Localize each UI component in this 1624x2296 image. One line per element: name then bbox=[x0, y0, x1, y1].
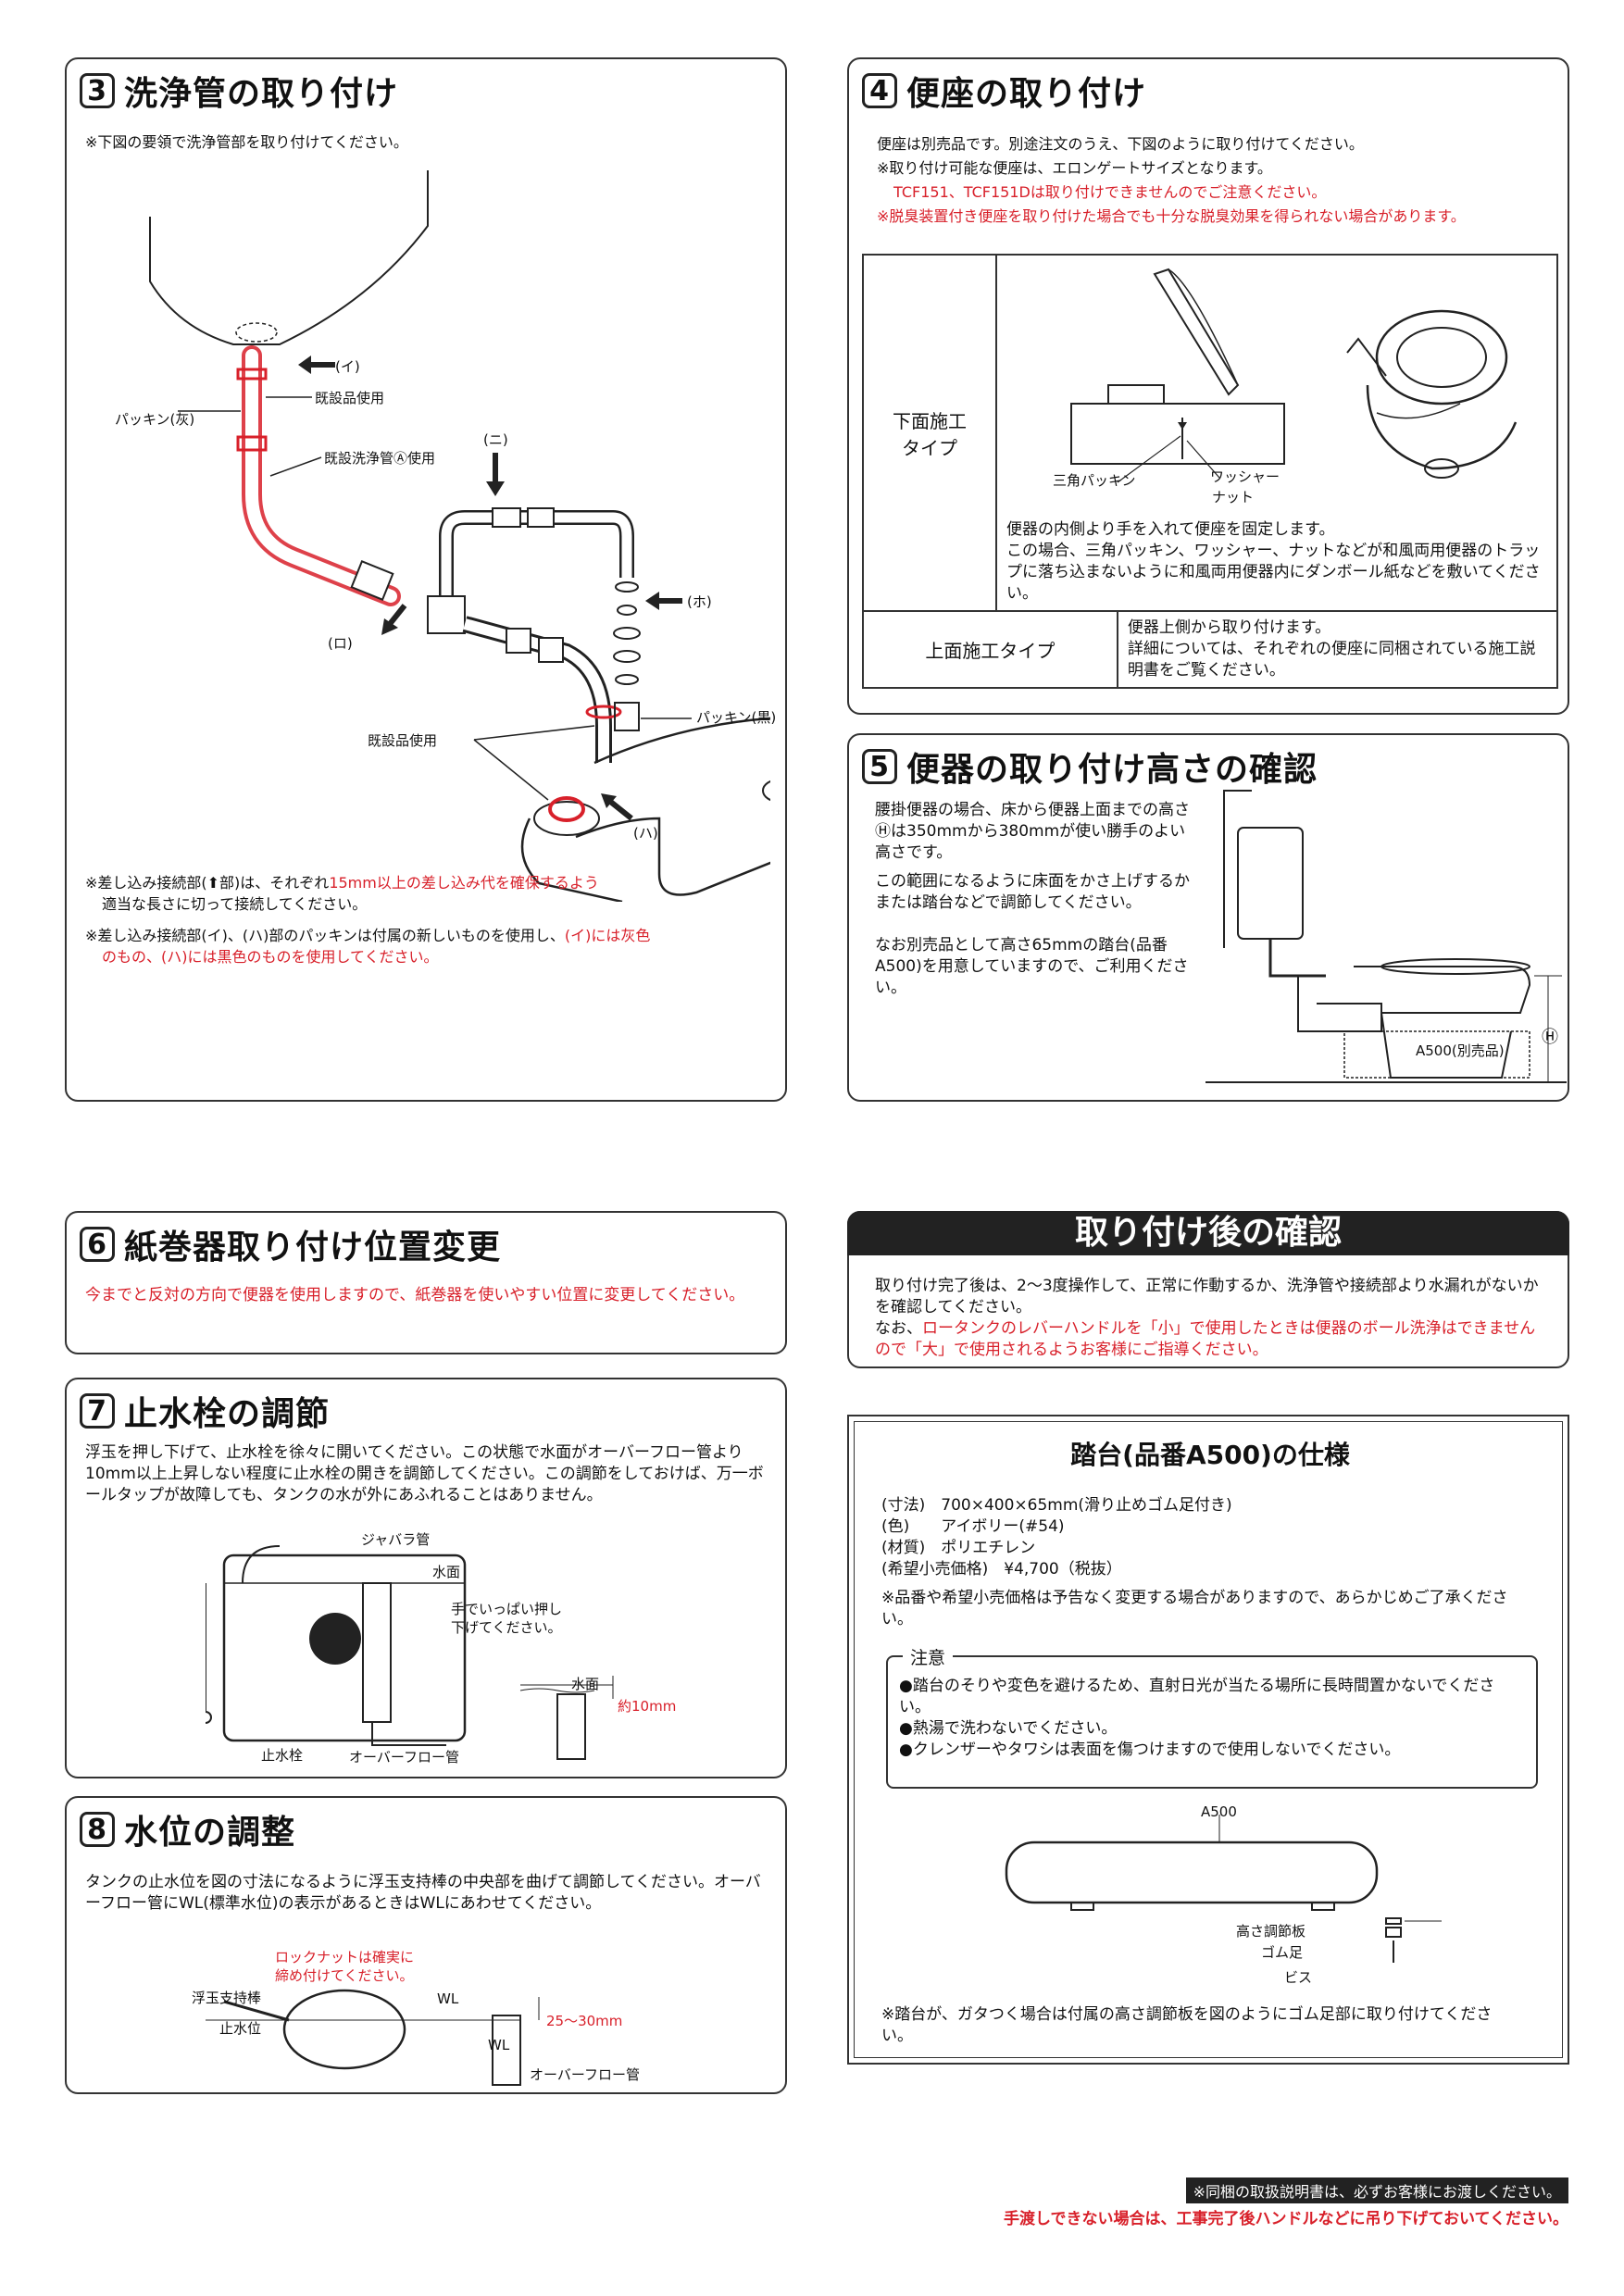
spec-size: (寸法) 700×400×65mm(滑り止めゴム足付き) bbox=[881, 1496, 1232, 1515]
row1-content: 三角パッキン ワッシャー ナット 便器の内側より手を入れて便座を固定します。 こ… bbox=[995, 254, 1558, 612]
section-4-line-4: ※脱臭装置付き便座を取り付けた場合でも十分な脱臭効果を得られない場合があります。 bbox=[877, 207, 1466, 225]
after-install-text-1: 取り付け完了後は、2～3度操作して、正常に作動するか、洗浄管や接続部より水漏れが… bbox=[875, 1277, 1539, 1316]
after-install-title: 取り付け後の確認 bbox=[847, 1211, 1569, 1255]
section-number: 3 bbox=[80, 73, 115, 108]
label-stop-valve: 止水栓 bbox=[261, 1747, 304, 1764]
stop-valve-diagram bbox=[206, 1545, 614, 1760]
section-4-line-1: 便座は別売品です。別途注文のうえ、下図のように取り付けてください。 bbox=[877, 135, 1364, 153]
row1-label: 下面施工 タイプ bbox=[862, 254, 997, 612]
after-install-box: 取り付け後の確認 取り付け完了後は、2～3度操作して、正常に作動するか、洗浄管や… bbox=[847, 1211, 1569, 1368]
label-press-down: 手でいっぱい押し 下げてください。 bbox=[451, 1601, 563, 1636]
section-3-note-2: ※差し込み接続部(イ)、(ハ)部のパッキンは付属の新しいものを使用し、(イ)には… bbox=[85, 927, 651, 966]
section-7-text: 浮玉を押し下げて、止水栓を徐々に開いてください。この状態で水面がオーバーフロー管… bbox=[85, 1443, 764, 1504]
section-5-para-3: なお別売品として高さ65mmの踏台(品番A500)を用意していますので、ご利用く… bbox=[875, 936, 1189, 997]
section-3-intro: ※下図の要領で洗浄管部を取り付けてください。 bbox=[85, 133, 408, 151]
label-ha: (ハ) bbox=[633, 825, 658, 842]
section-6-text: 今までと反対の方向で便器を使用しますので、紙巻器を使いやすい位置に変更してくださ… bbox=[85, 1286, 745, 1304]
label-ro: (ロ) bbox=[328, 635, 353, 652]
label-float-rod: 浮玉支持棒 bbox=[192, 1990, 262, 2006]
label-triangle-packing: 三角パッキン bbox=[1053, 472, 1136, 489]
footer-bar: ※同梱の取扱説明書は、必ずお客様にお渡しください。 bbox=[1185, 2177, 1568, 2203]
label-wl: WL bbox=[437, 1990, 459, 2007]
a500-spec-box: 踏台(品番A500)の仕様 (寸法) 700×400×65mm(滑り止めゴム足付… bbox=[847, 1415, 1569, 2065]
spec-price: (希望小売価格) ¥4,700（税抜） bbox=[881, 1560, 1122, 1578]
toilet-height-diagram bbox=[1206, 790, 1567, 1083]
label-overflow-pipe: オーバーフロー管 bbox=[349, 1749, 459, 1766]
label-rubber-foot: ゴム足 bbox=[1261, 1944, 1304, 1961]
caution-1: ●踏台のそりや変色を避けるため、直射日光が当たる場所に長時間置かないでください。 bbox=[899, 1677, 1495, 1716]
row2-label: 上面施工タイプ bbox=[862, 610, 1118, 689]
label-water-surface: 水面 bbox=[432, 1564, 461, 1580]
label-a500-optional: A500(別売品) bbox=[1416, 1042, 1505, 1059]
label-25-30mm: 25～30mm bbox=[546, 2013, 623, 2029]
label-packing-black: パッキン(黒) bbox=[696, 709, 777, 726]
section-number: 8 bbox=[80, 1812, 115, 1847]
label-washer: ワッシャー bbox=[1210, 468, 1280, 485]
label-existing-pipe: 既設洗浄管Ⓐ使用 bbox=[324, 450, 436, 467]
label-screw: ビス bbox=[1284, 1969, 1313, 1986]
caution-box: 注意 ●踏台のそりや変色を避けるため、直射日光が当たる場所に長時間置かないでくだ… bbox=[886, 1644, 1538, 1789]
label-jabara: ジャバラ管 bbox=[361, 1531, 431, 1548]
section-5-para-2: この範囲になるように床面をかさ上げするかまたは踏台などで調節してください。 bbox=[875, 872, 1190, 912]
label-i: (イ) bbox=[335, 358, 360, 375]
section-number: 4 bbox=[862, 73, 897, 108]
section-number: 7 bbox=[80, 1393, 115, 1429]
a500-note-2: ※踏台が、ガタつく場合は付属の高さ調節板を図のようにゴム足部に取り付けてください… bbox=[881, 2005, 1493, 2045]
label-water-surface-2: 水面 bbox=[571, 1676, 600, 1692]
label-overflow-pipe: オーバーフロー管 bbox=[530, 2066, 640, 2083]
seat-install-table: 下面施工 タイプ bbox=[862, 254, 1559, 689]
after-install-text-2: なお、ロータンクのレバーハンドルを「小」で使用したときは便器のボール洗浄はできま… bbox=[875, 1319, 1536, 1359]
label-height-h: Ⓗ bbox=[1542, 1028, 1558, 1047]
label-packing-gray: パッキン(灰) bbox=[115, 411, 195, 428]
label-existing-1: 既設品使用 bbox=[315, 390, 385, 406]
seat-lower-diagram bbox=[1070, 268, 1518, 483]
label-height-plate: 高さ調節板 bbox=[1236, 1923, 1306, 1940]
spec-color: (色) アイボリー(#54) bbox=[881, 1517, 1065, 1536]
label-lock-nut: ロックナットは確実に 締め付けてください。 bbox=[275, 1949, 415, 1984]
section-5-para-1: 腰掛便器の場合、床から便器上面までの高さⒽは350mmから380mmが使い勝手の… bbox=[875, 801, 1190, 862]
a500-step-diagram bbox=[1005, 1815, 1442, 1963]
a500-title: 踏台(品番A500)の仕様 bbox=[1070, 1440, 1350, 1470]
row2-description: 便器上側から取り付けます。 詳細については、それぞれの便座に同梱されている施工説… bbox=[1116, 610, 1559, 689]
label-ho: (ホ) bbox=[687, 593, 712, 610]
label-wl-2: WL bbox=[488, 2037, 510, 2053]
section-number: 6 bbox=[80, 1227, 115, 1262]
caution-2: ●熱湯で洗わないでください。 bbox=[899, 1719, 1118, 1738]
label-10mm: 約10mm bbox=[618, 1698, 677, 1715]
spec-material: (材質) ポリエチレン bbox=[881, 1539, 1036, 1557]
label-ni: (ニ) bbox=[483, 431, 508, 448]
section-3-note-1: ※差し込み接続部(⬆部)は、それぞれ15mm以上の差し込み代を確保するよう 適当… bbox=[85, 874, 599, 913]
label-a500: A500 bbox=[1201, 1803, 1237, 1820]
footer-red: 手渡しできない場合は、工事完了後ハンドルなどに吊り下げておいてください。 bbox=[1004, 2210, 1568, 2228]
water-level-diagram bbox=[206, 1989, 540, 2086]
section-4-line-2: ※取り付け可能な便座は、エロンゲートサイズとなります。 bbox=[877, 159, 1272, 177]
section-number: 5 bbox=[862, 749, 897, 784]
caution-title: 注意 bbox=[903, 1644, 954, 1669]
pipe-diagram bbox=[149, 170, 770, 902]
label-existing-2: 既設品使用 bbox=[368, 732, 438, 749]
section-4-line-3: TCF151、TCF151Dは取り付けできませんのでご注意ください。 bbox=[893, 183, 1327, 201]
row1-description: 便器の内側より手を入れて便座を固定します。 この場合、三角パッキン、ワッシャー、… bbox=[1006, 520, 1541, 603]
caution-3: ●クレンザーやタワシは表面を傷つけますので使用しないでください。 bbox=[899, 1741, 1401, 1759]
section-8-text: タンクの止水位を図の寸法になるように浮玉支持棒の中央部を曲げて調節してください。… bbox=[85, 1873, 761, 1913]
spec-note: ※品番や希望小売価格は予告なく変更する場合がありますので、あらかじめご了承くださ… bbox=[881, 1589, 1508, 1628]
label-nut: ナット bbox=[1212, 489, 1255, 505]
label-stop-level: 止水位 bbox=[219, 2020, 262, 2037]
